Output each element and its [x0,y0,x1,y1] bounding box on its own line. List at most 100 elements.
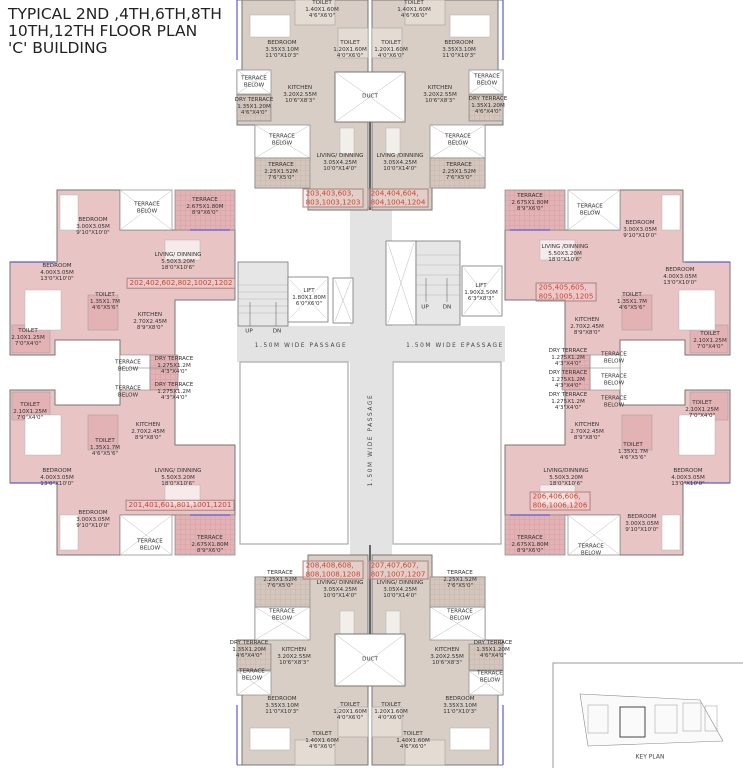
unit-numbers-box: 202,402,602,802,1002,1202 [126,277,236,289]
room-name: DRY TERRACE [473,640,513,647]
room-name: TOILET [95,292,115,299]
room-name: TERRACE [446,162,472,169]
room-size-imperial: 4'6"X6'0" [308,13,336,20]
room-size-metric: 1.40X1.60M [396,737,430,744]
staircase-right [415,240,461,326]
room-name: LIVING/DINNING [543,468,589,475]
room-size-metric: 1.20X1.60M [374,708,408,715]
room-size-imperial: 10'6"X8'3" [432,660,462,667]
room-size-imperial: 7'6"X5'0" [446,583,474,590]
room-name: BEDROOM [267,40,297,47]
room-size-metric: 1.275X1.2M [157,388,191,395]
room-name: TOILET [18,328,38,335]
room-size-imperial: 4'6"X4'0" [479,653,507,660]
room-name: BEDROOM [78,217,108,224]
unit-numbers-line: 803,1003,1203 [305,197,361,206]
room-size-imperial: 4'6"X6'0" [400,13,428,20]
unit-numbers-box: 203,403,603,803,1003,1203 [302,188,364,208]
room-size-metric: BELOW [579,210,601,216]
room-size-imperial: 13'0"X10'0" [40,481,74,488]
room-size-imperial: 10'6"X8'3" [279,660,309,667]
room-size-imperial: 10'6"X8'3" [285,98,315,105]
room-size-metric: 3.00X3.05M [76,223,110,230]
stair-right-dn-label: DN [442,304,452,311]
room-size-imperial: 7'0"X4'0" [696,344,724,351]
room-name: LIVING/ DINNING [154,252,202,259]
room-size-metric: 5.50X3.20M [161,258,195,265]
room-size-metric: 1.275X1.2M [551,398,585,405]
room-size-imperial: 18'0"X10'6" [548,257,582,264]
room-name: BEDROOM [673,468,703,475]
stair-treads-right [416,254,460,296]
room-name: TERRACE [447,570,473,577]
room-size-imperial: 4'3"X4'0" [554,383,582,390]
room-size-imperial: 4'6"X6'0" [399,744,427,751]
room-size-metric: BELOW [447,140,469,146]
room-size-imperial: 4'6"X4'0" [235,653,263,660]
staircase-left [237,261,289,327]
room-name: DRY TERRACE [548,392,588,399]
room-size-metric: 2.10X1.25M [11,334,45,341]
stair-left-up-label: UP [245,328,253,335]
room-size-metric: 1.20X1.60M [374,46,408,53]
room-name: DRY TERRACE [468,96,508,103]
room-size-metric: BELOW [241,675,263,681]
room-name: TOILET [404,0,424,7]
room-size-metric: 2.10X1.25M [693,337,727,344]
room-name: LIVING /DINNING [376,153,424,160]
room-size-imperial: 7'0"X4'0" [688,413,716,420]
room-size-metric: BELOW [139,545,161,551]
room-name: TERRACE [137,538,163,545]
room-name: TERRACE [477,670,503,677]
room-name: BEDROOM [625,220,655,227]
room-size-metric: 4.00X3.05M [40,269,74,276]
room-name: TERRACE [115,385,141,392]
title-line-3: 'C' BUILDING [8,39,108,57]
room-name: TOILET [95,438,115,445]
unit-numbers-line: 201,401,601,801,1001,1201 [128,499,232,509]
room-size-metric: BELOW [271,615,293,621]
room-size-metric: 5.50X3.20M [548,250,582,257]
room-size-imperial: 9'10"X10'0" [76,230,110,237]
room-size-imperial: 11'0"X10'3" [265,709,299,716]
duct-top-label: DUCT [362,93,378,100]
unit-numbers-box: 207,407,607,807,1007,1207 [367,560,429,580]
room-size-metric: BELOW [117,366,139,372]
room-size-metric: 1.20X1.60M [333,708,367,715]
unit-numbers-line: 205,405,605, [538,282,587,292]
room-size-metric: 1.40X1.60M [305,6,339,13]
room-size-imperial: 4'3"X4'0" [554,405,582,412]
room-size-imperial: 10'0"X14'0" [323,593,357,600]
room-name: TERRACE [445,133,471,140]
room-size-metric: 4.00X3.05M [663,273,697,280]
room-size-imperial: 8'9"X8'0" [136,325,164,332]
room-size-metric: 1.35X1.20M [476,646,510,653]
room-size-imperial: 18'0"X10'6" [161,481,195,488]
passage-left-label: 1.50M WIDE PASSAGE [254,343,348,349]
room-size-imperial: 8'9"X8'0" [573,435,601,442]
room-size-metric: 1.275X1.2M [551,376,585,383]
room-size-imperial: 4'0"X6'0" [377,715,405,722]
